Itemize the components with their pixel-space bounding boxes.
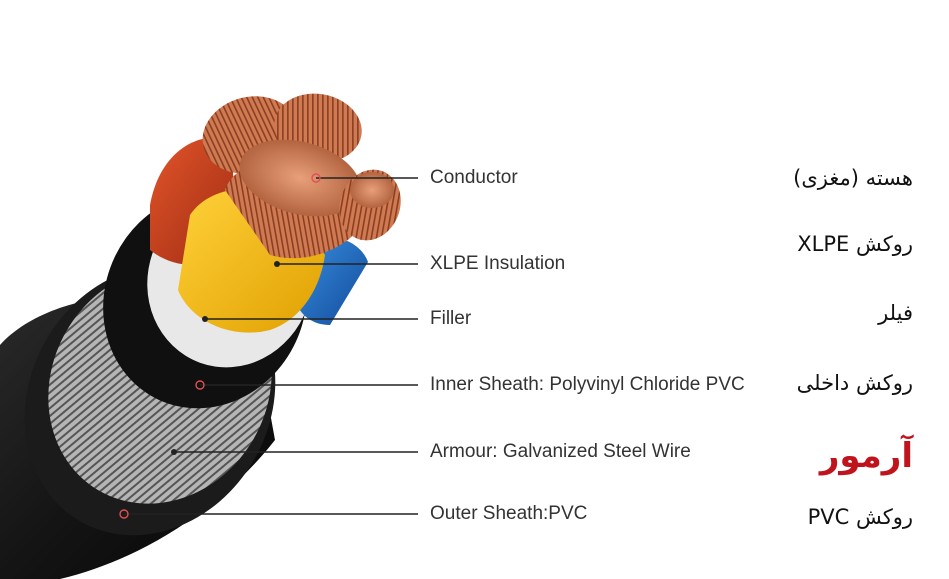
layer-label-fa-3: روکش داخلی <box>796 370 913 395</box>
layer-label-fa-2: فیلر <box>878 300 913 325</box>
layer-label-en-4: Armour: Galvanized Steel Wire <box>430 441 691 462</box>
leader-dot-1 <box>274 261 280 267</box>
layer-label-en-1: XLPE Insulation <box>430 253 566 274</box>
leader-dot-2 <box>202 316 208 322</box>
layer-label-fa-1: روکش XLPE <box>797 231 913 256</box>
leader-dot-5 <box>119 509 129 519</box>
leader-dot-3 <box>195 380 205 390</box>
layer-label-fa-4: آرمور <box>819 436 913 476</box>
copper-conductor-front-end <box>239 139 361 217</box>
layer-label-fa-5: روکش PVC <box>807 504 913 529</box>
leader-dot-4 <box>171 449 177 455</box>
layer-label-fa-0: هسته (مغزی) <box>793 165 913 190</box>
layer-label-en-0: Conductor <box>430 167 518 188</box>
leader-lines <box>119 173 418 519</box>
layer-label-en-3: Inner Sheath: Polyvinyl Chloride PVC <box>430 374 745 395</box>
copper-conductor-right-end <box>350 172 394 208</box>
leader-dot-0 <box>311 173 321 183</box>
layer-label-en-5: Outer Sheath:PVC <box>430 503 588 524</box>
layer-label-en-2: Filler <box>430 308 472 329</box>
